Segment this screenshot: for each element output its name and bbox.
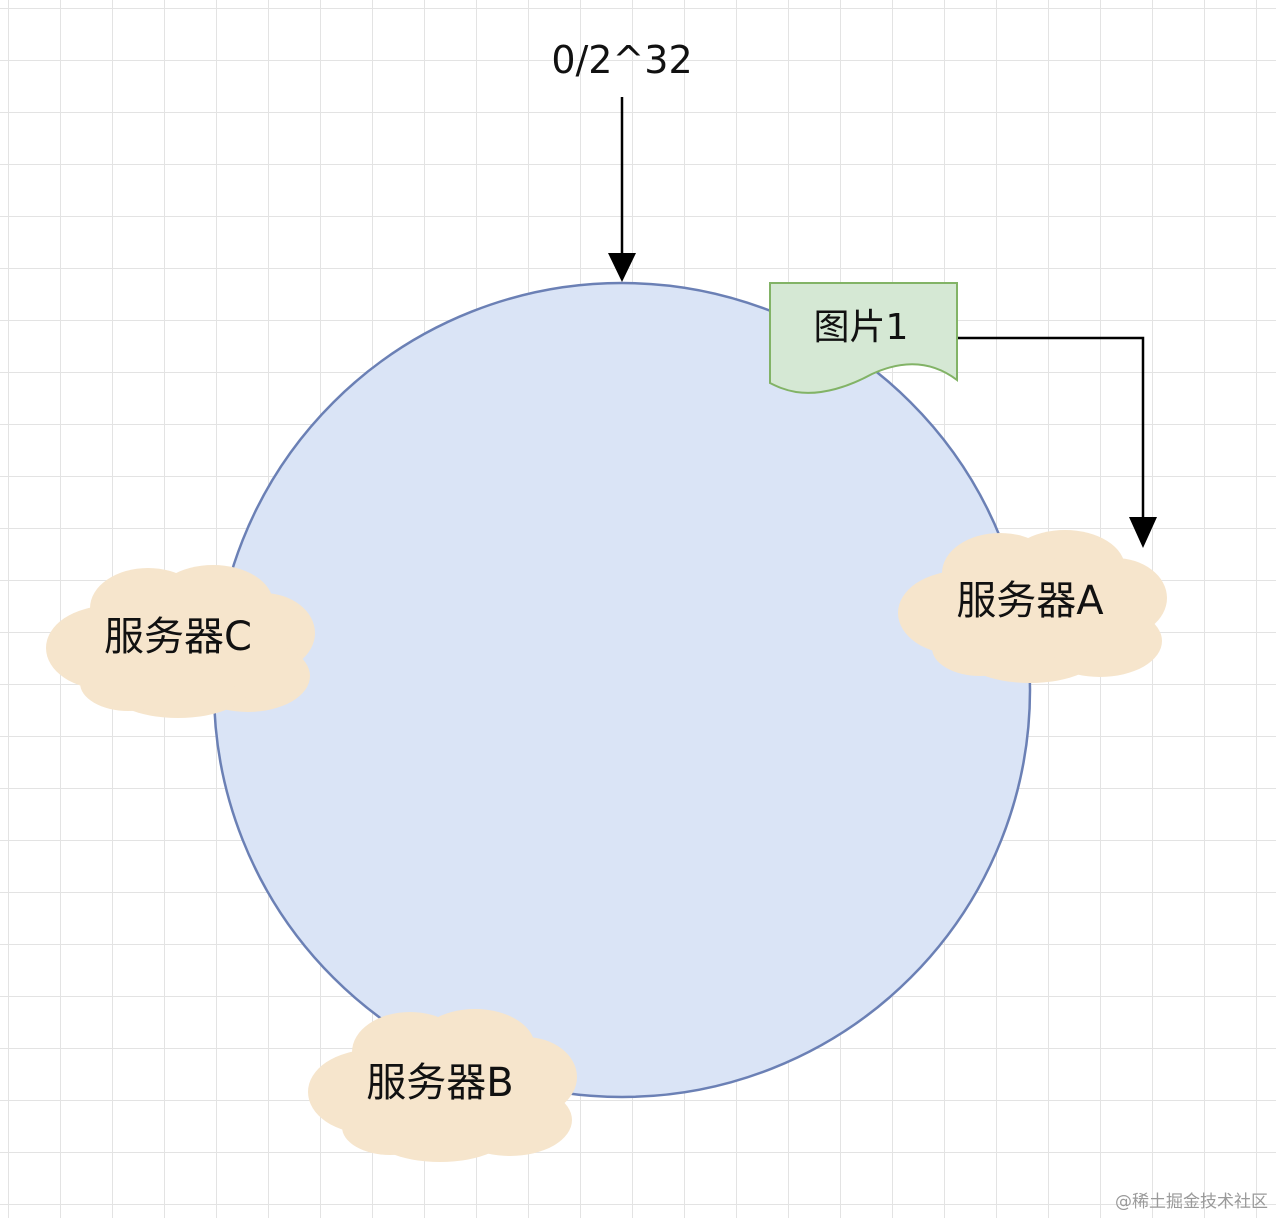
hash-ring (212, 281, 1032, 1099)
watermark: @稀土掘金技术社区 (1115, 1192, 1268, 1212)
server-c-node[interactable]: 服务器C (46, 565, 315, 718)
server-a-node[interactable]: 服务器A (898, 530, 1167, 683)
server-a-label: 服务器A (956, 578, 1104, 624)
document-label: 图片1 (814, 307, 909, 348)
server-c-label: 服务器C (104, 614, 252, 660)
server-b-node[interactable]: 服务器B (308, 1009, 577, 1162)
ring-origin-label: 0/2^32 (551, 38, 692, 82)
document-to-server-arrow (958, 336, 1157, 548)
server-b-label: 服务器B (366, 1060, 513, 1106)
ring-origin-arrow (608, 97, 636, 282)
document-node[interactable]: 图片1 (769, 282, 958, 394)
